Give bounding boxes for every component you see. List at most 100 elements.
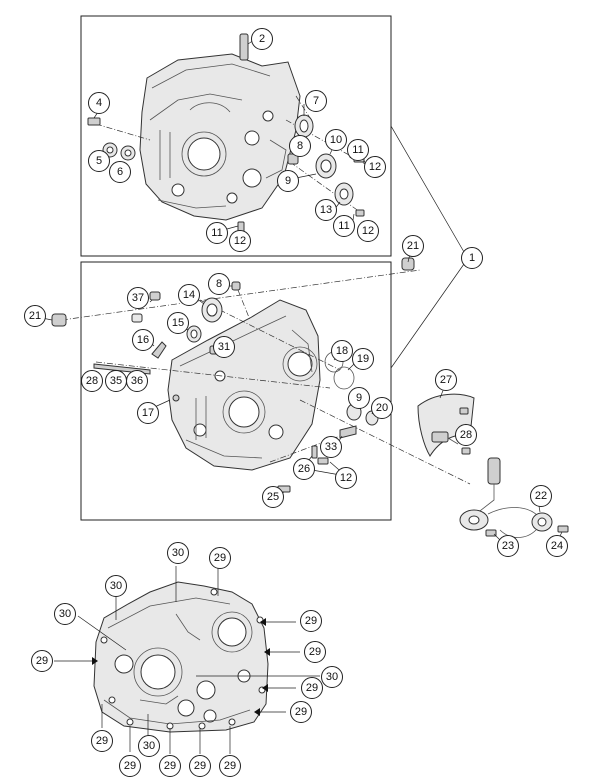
callout-c10: 10 — [325, 129, 347, 151]
callout-c16: 16 — [132, 329, 154, 351]
callout-c37: 37 — [127, 287, 149, 309]
callout-c18: 18 — [331, 340, 353, 362]
pin-26 — [311, 445, 318, 459]
seal-5-6 — [102, 142, 136, 161]
callout-c22: 22 — [530, 485, 552, 507]
callout-number: 30 — [59, 608, 71, 620]
callout-circle — [357, 220, 379, 242]
callout-circle — [435, 369, 457, 391]
callout-circle — [320, 436, 342, 458]
callout-circle — [24, 305, 46, 327]
callout-number: 9 — [356, 392, 362, 404]
callout-number: 11 — [211, 227, 222, 239]
callout-circle — [321, 666, 343, 688]
callout-circle — [277, 170, 299, 192]
callout-c36: 36 — [126, 370, 148, 392]
callout-number: 15 — [172, 317, 184, 329]
dowel-8-lower — [231, 281, 241, 291]
callout-number: 2 — [259, 33, 265, 45]
callout-circle — [371, 397, 393, 419]
callout-c29a: 29 — [209, 547, 231, 569]
callout-circle — [88, 92, 110, 114]
callout-circle — [206, 222, 228, 244]
callout-number: 29 — [224, 760, 236, 772]
lower-axis-f — [237, 289, 251, 321]
callout-number: 12 — [362, 225, 374, 237]
callout-circle — [530, 485, 552, 507]
callout-c20: 20 — [371, 397, 393, 419]
callout-circle — [293, 458, 315, 480]
callout-c30a: 30 — [167, 542, 189, 564]
callout-c9b: 9 — [348, 387, 370, 409]
sensor-connector — [431, 431, 459, 445]
callout-circle — [301, 677, 323, 699]
callout-circle — [126, 370, 148, 392]
callout-number: 29 — [164, 760, 176, 772]
callout-number: 35 — [110, 375, 122, 387]
callout-number: 18 — [336, 345, 348, 357]
callout-c31: 31 — [213, 336, 235, 358]
callout-circle — [289, 135, 311, 157]
callout-number: 36 — [131, 375, 143, 387]
callout-c23: 23 — [497, 535, 519, 557]
callout-number: 11 — [352, 144, 363, 156]
upper-crankcase-half — [139, 33, 301, 221]
callout-c12a: 12 — [364, 156, 386, 178]
callout-circle — [127, 287, 149, 309]
screw-4 — [87, 117, 101, 126]
callout-number: 29 — [306, 682, 318, 694]
callout-number: 30 — [326, 671, 338, 683]
callout-number: 11 — [338, 220, 349, 232]
callout-c35: 35 — [105, 370, 127, 392]
callout-circle — [178, 284, 200, 306]
callout-c29i: 29 — [159, 755, 181, 777]
callout-number: 9 — [285, 175, 291, 187]
bearing-10 — [315, 153, 337, 179]
callout-circle — [137, 402, 159, 424]
callout-c25: 25 — [262, 486, 284, 508]
callout-number: 10 — [330, 134, 342, 146]
dowel-21-right — [401, 257, 415, 271]
callout-c4: 4 — [88, 92, 110, 114]
callout-circle — [213, 336, 235, 358]
upper-axis-d — [295, 95, 311, 119]
callout-number: 12 — [340, 472, 352, 484]
callout-number: 31 — [218, 341, 230, 353]
callout-c29g: 29 — [91, 730, 113, 752]
callout-circle — [262, 486, 284, 508]
screw-28-cover-a — [459, 407, 469, 415]
callout-number: 12 — [369, 161, 381, 173]
callout-number: 7 — [313, 95, 319, 107]
callout-number: 29 — [194, 760, 206, 772]
callout-c21a: 21 — [402, 235, 424, 257]
callout-c30b: 30 — [105, 575, 127, 597]
callout-circle — [189, 755, 211, 777]
callout-c27: 27 — [435, 369, 457, 391]
callout-circle — [315, 199, 337, 221]
lower-crankcase-half — [167, 299, 321, 471]
fitting-16 — [151, 341, 167, 359]
upper-axis-a — [95, 123, 151, 141]
callout-number: 29 — [295, 706, 307, 718]
callout-c28a: 28 — [81, 370, 103, 392]
callout-circle — [109, 161, 131, 183]
callout-number: 12 — [234, 235, 246, 247]
callout-number: 4 — [96, 97, 102, 109]
callout-number: 29 — [96, 735, 108, 747]
callout-c15: 15 — [167, 312, 189, 334]
callout-c8a: 8 — [289, 135, 311, 157]
callout-c29k: 29 — [219, 755, 241, 777]
bottom-view-leaders — [54, 566, 320, 754]
callout-number: 28 — [460, 429, 472, 441]
callout-c9a: 9 — [277, 170, 299, 192]
callout-number: 22 — [535, 490, 547, 502]
callout-number: 19 — [357, 353, 369, 365]
callout-circle — [402, 235, 424, 257]
callout-number: 30 — [143, 740, 155, 752]
callout-c24: 24 — [546, 535, 568, 557]
bearing-7 — [294, 114, 314, 138]
callout-number: 14 — [183, 289, 195, 301]
callout-c30d: 30 — [321, 666, 343, 688]
